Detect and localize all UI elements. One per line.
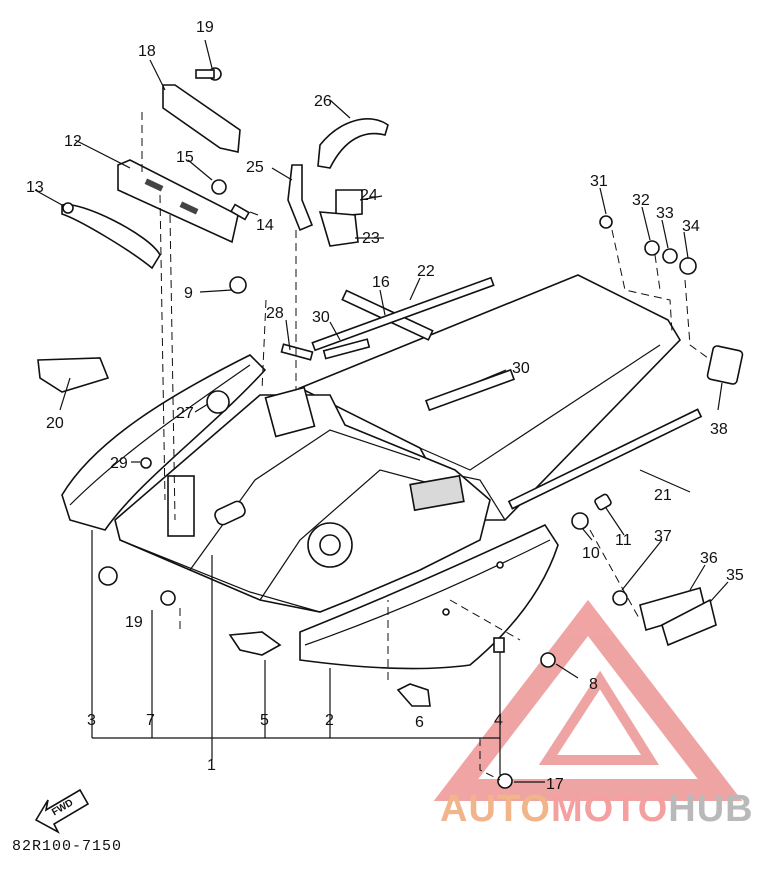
block-23 [318, 211, 359, 247]
part-number-10: 10 [582, 545, 600, 562]
watermark-moto: MOTO [550, 788, 669, 830]
part-number-6: 6 [415, 714, 424, 731]
cushion-27 [206, 390, 230, 414]
frame-body [61, 274, 682, 670]
part-number-24: 24 [360, 187, 378, 204]
cap-7 [160, 590, 176, 606]
pad-30a [322, 338, 371, 360]
part-number-12: 12 [64, 133, 82, 150]
part-number-29: 29 [110, 455, 128, 472]
clip-6 [396, 683, 431, 707]
part-number-15: 15 [176, 149, 194, 166]
grommet-9 [229, 276, 247, 294]
strip-22 [311, 276, 495, 352]
part-number-23: 23 [362, 230, 380, 247]
part-number-22: 22 [417, 263, 435, 280]
part-number-30-right: 30 [512, 360, 530, 377]
part-number-11: 11 [615, 532, 632, 549]
part-number-19-top: 19 [196, 19, 214, 36]
nut-31 [599, 215, 613, 229]
part-number-5: 5 [260, 712, 269, 729]
part-number-18: 18 [138, 43, 156, 60]
part-number-7: 7 [146, 712, 155, 729]
bracket-18 [162, 67, 241, 153]
nut-17 [497, 773, 513, 789]
leader-lines [34, 39, 729, 783]
fwd-arrow-icon: FWD [34, 788, 90, 834]
bolt-11 [594, 493, 612, 511]
part-number-27: 27 [176, 405, 194, 422]
part-number-25: 25 [246, 159, 264, 176]
watermark-hub: HUB [668, 788, 754, 830]
part-number-2: 2 [325, 712, 334, 729]
watermark-logo [433, 599, 743, 801]
pad-28 [280, 343, 314, 361]
part-number-32: 32 [632, 192, 650, 209]
grommet-29 [140, 457, 152, 469]
part-number-35: 35 [726, 567, 744, 584]
clip-14 [229, 203, 251, 221]
part-number-20: 20 [46, 415, 64, 432]
diagram-code: 82R100-7150 [12, 838, 123, 855]
strip-21 [507, 408, 703, 510]
reflector-38 [706, 345, 744, 385]
part-number-8: 8 [589, 676, 598, 693]
bolt-19b [98, 566, 118, 586]
strap-13 [61, 202, 161, 270]
plate-12 [117, 159, 239, 244]
part-number-31: 31 [590, 173, 608, 190]
part-number-16: 16 [372, 274, 390, 291]
part-number-21: 21 [654, 487, 672, 504]
washer-33 [662, 248, 678, 264]
part-number-38: 38 [710, 421, 728, 438]
bracket-20 [37, 357, 110, 393]
watermark-text: AUTOMOTOHUB [440, 788, 754, 831]
part-number-14: 14 [256, 217, 274, 234]
part-number-17: 17 [546, 776, 564, 793]
washer-32 [644, 240, 660, 256]
part-number-4: 4 [494, 712, 503, 729]
part-number-1: 1 [207, 757, 216, 774]
washer-10 [571, 512, 589, 530]
hook-25 [287, 164, 314, 232]
reflector-35 [661, 598, 717, 647]
part-number-26: 26 [314, 93, 332, 110]
part-number-28: 28 [266, 305, 284, 322]
nut-37 [612, 590, 628, 606]
part-number-9: 9 [184, 285, 193, 302]
grommet-8 [540, 652, 556, 668]
part-number-33: 33 [656, 205, 674, 222]
part-number-37: 37 [654, 528, 672, 545]
watermark-auto: AUTO [440, 788, 551, 830]
part-number-30-left: 30 [312, 309, 330, 326]
part-number-13: 13 [26, 179, 44, 196]
bracket-5 [228, 631, 282, 656]
bar-26 [317, 118, 389, 169]
pad-30b [424, 368, 516, 412]
part-number-3: 3 [87, 712, 96, 729]
part-number-19-bottom: 19 [125, 614, 143, 631]
nut-34 [679, 257, 697, 275]
part-number-34: 34 [682, 218, 700, 235]
pin-4 [493, 637, 505, 653]
block-24 [335, 189, 363, 217]
part-number-labels: 1 2 3 4 5 6 7 8 9 10 11 12 13 14 15 16 1… [26, 19, 744, 793]
part-number-36: 36 [700, 550, 718, 567]
